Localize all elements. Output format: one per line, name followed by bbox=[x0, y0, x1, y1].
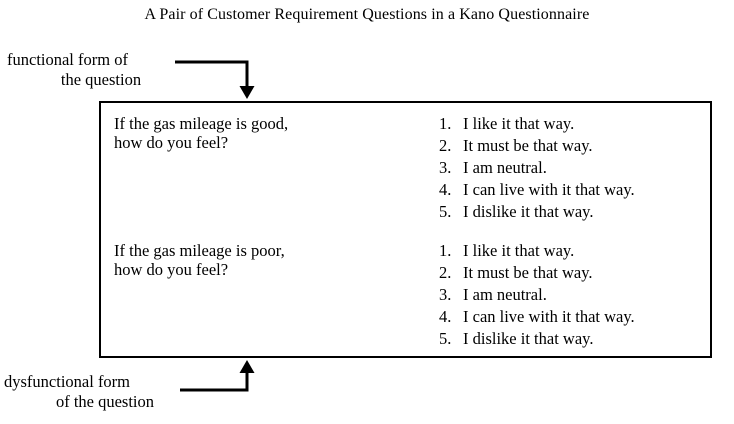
answer-label: I can live with it that way. bbox=[463, 307, 635, 326]
callout-dysfunctional-line2: of the question bbox=[55, 392, 155, 411]
answer-label: I dislike it that way. bbox=[463, 202, 594, 221]
callout-functional-line2: the question bbox=[60, 70, 142, 89]
answer-number: 5. bbox=[439, 329, 452, 348]
answer-option[interactable]: 3. I am neutral. bbox=[439, 284, 710, 306]
answer-option[interactable]: 5. I dislike it that way. bbox=[439, 328, 710, 350]
question-line1: If the gas mileage is poor, bbox=[114, 241, 285, 260]
answer-option[interactable]: 4. I can live with it that way. bbox=[439, 306, 710, 328]
answer-number: 1. bbox=[439, 241, 452, 260]
answer-option[interactable]: 1. I like it that way. bbox=[439, 240, 710, 262]
answer-number: 2. bbox=[439, 136, 452, 155]
answer-label: It must be that way. bbox=[463, 263, 593, 282]
answer-option[interactable]: 3. I am neutral. bbox=[439, 157, 710, 179]
arrow-down-icon bbox=[175, 60, 255, 99]
answer-list: 1. I like it that way. 2. It must be that … bbox=[390, 103, 710, 223]
figure-title: A Pair of Customer Requirement Questions… bbox=[144, 6, 590, 23]
callout-dysfunctional-line1: dysfunctional form bbox=[4, 372, 131, 391]
callout-functional-line1: functional form of bbox=[7, 50, 128, 69]
question-line2: how do you feel? bbox=[114, 260, 229, 279]
answer-number: 1. bbox=[439, 114, 452, 133]
answer-label: I am neutral. bbox=[463, 285, 547, 304]
answer-number: 3. bbox=[439, 158, 452, 177]
answer-number: 3. bbox=[439, 285, 452, 304]
answer-option[interactable]: 1. I like it that way. bbox=[439, 113, 710, 135]
answer-number: 5. bbox=[439, 202, 452, 221]
answer-number: 4. bbox=[439, 180, 452, 199]
answer-label: It must be that way. bbox=[463, 136, 593, 155]
answer-cell-functional: 1. I like it that way. 2. It must be that … bbox=[390, 103, 710, 230]
question-text: If the gas mileage is good, how do you f… bbox=[101, 103, 390, 152]
answer-option[interactable]: 5. I dislike it that way. bbox=[439, 201, 710, 223]
question-line1: If the gas mileage is good, bbox=[114, 114, 289, 133]
question-text: If the gas mileage is poor, how do you f… bbox=[101, 230, 390, 279]
answer-label: I like it that way. bbox=[463, 114, 575, 133]
answer-option[interactable]: 4. I can live with it that way. bbox=[439, 179, 710, 201]
table-row: If the gas mileage is good, how do you f… bbox=[101, 103, 710, 230]
answer-option[interactable]: 2. It must be that way. bbox=[439, 262, 710, 284]
arrow-up-icon bbox=[180, 360, 255, 392]
answer-label: I dislike it that way. bbox=[463, 329, 594, 348]
answer-label: I am neutral. bbox=[463, 158, 547, 177]
question-line2: how do you feel? bbox=[114, 133, 229, 152]
answer-label: I can live with it that way. bbox=[463, 180, 635, 199]
question-table: If the gas mileage is good, how do you f… bbox=[99, 101, 712, 358]
answer-number: 2. bbox=[439, 263, 452, 282]
answer-label: I like it that way. bbox=[463, 241, 575, 260]
question-cell-functional: If the gas mileage is good, how do you f… bbox=[101, 103, 390, 230]
question-cell-dysfunctional: If the gas mileage is poor, how do you f… bbox=[101, 230, 390, 356]
answer-option[interactable]: 2. It must be that way. bbox=[439, 135, 710, 157]
answer-number: 4. bbox=[439, 307, 452, 326]
answer-list: 1. I like it that way. 2. It must be that … bbox=[390, 230, 710, 350]
callout-functional-form: functional form of the question bbox=[7, 50, 187, 90]
table-row: If the gas mileage is poor, how do you f… bbox=[101, 230, 710, 356]
answer-cell-dysfunctional: 1. I like it that way. 2. It must be that … bbox=[390, 230, 710, 356]
callout-dysfunctional-form: dysfunctional form of the question bbox=[4, 372, 190, 412]
